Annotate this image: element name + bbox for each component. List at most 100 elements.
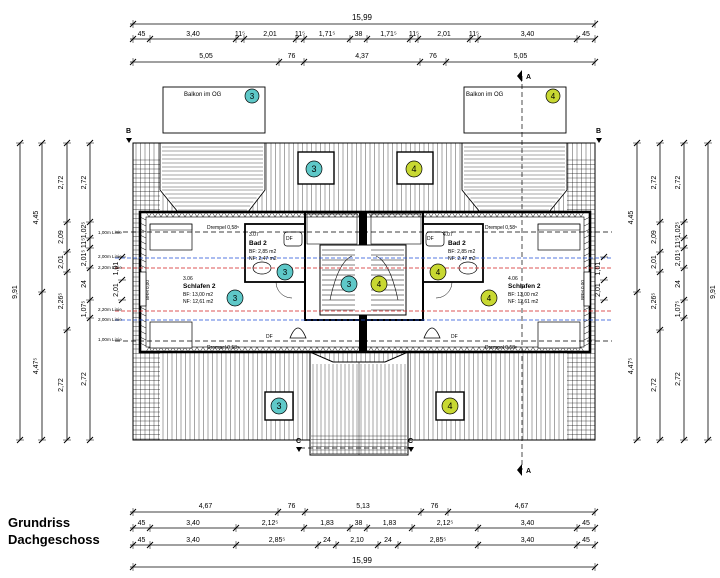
left-dim-c-0: 2,72 (81, 176, 88, 190)
schlafen-left-name: Schlafen 2 (183, 283, 216, 290)
bottom-badge-3: 3 (276, 401, 281, 411)
top-dim-a-4: 11⁵ (295, 31, 305, 38)
top-dim-b-4: 5,05 (514, 53, 528, 60)
left-dim-b-0: 2,72 (58, 176, 65, 190)
bottom-dim-b-6: 2,12⁵ (437, 520, 454, 527)
right-dim-inner-1: 2,01 (595, 283, 602, 297)
top-dim-b-0: 5,05 (199, 53, 213, 60)
bad-left-bf: BF: 2,85 m2 (249, 249, 276, 255)
drempel-label-3: Drempel 0,58⁵ (207, 345, 239, 351)
left-dim-b-1: 2,09 (58, 230, 65, 244)
bad-right-name: Bad 2 (448, 240, 466, 247)
right-dim-a-0: 4,45 (628, 211, 635, 225)
top-dim-a-8: 11⁵ (409, 31, 419, 38)
right-dim-b-1: 2,09 (651, 230, 658, 244)
bottom-dim-c-7: 3,40 (521, 537, 535, 544)
title-line-2: Dachgeschoss (8, 532, 100, 547)
top-dim-b-3: 76 (429, 53, 437, 60)
section-a-bottom: A (526, 468, 531, 475)
bottom-dim-c-4: 2,10 (350, 537, 364, 544)
df-label-left: DF (266, 334, 273, 340)
balcony-right-label: Balkon im OG (466, 92, 504, 98)
right-dim-b-4: 2,72 (651, 378, 658, 392)
left-dim-c-6: 2,72 (81, 372, 88, 386)
line-label-1: 1,00m Linie (98, 230, 122, 235)
line-label-3: 2,20m Linie (98, 265, 122, 270)
right-dim-c-4: 24 (675, 280, 682, 288)
bottom-dim-c-0: 45 (138, 537, 146, 544)
top-dim-a-1: 3,40 (186, 31, 200, 38)
left-dim-b-4: 2,72 (58, 378, 65, 392)
right-dim-c-5: 1,07⁵ (675, 301, 682, 318)
section-c-right: C (408, 438, 413, 445)
section-b-left: B (126, 128, 131, 135)
line-label-4: 2,20m Linie (98, 307, 122, 312)
left-dim-b-2: 2,01 (58, 255, 65, 269)
right-dim-b-2: 2,01 (651, 255, 658, 269)
top-dim-a-5: 1,71⁵ (319, 31, 336, 38)
section-c-left: C (296, 438, 301, 445)
right-outer-dim: 9,91 (710, 285, 717, 299)
schlafen-right-bf: BF: 13,00 m2 (508, 292, 538, 298)
bottom-dim-c-5: 24 (384, 537, 392, 544)
top-dim-b-1: 76 (288, 53, 296, 60)
left-outer-dim: 9,91 (12, 285, 19, 299)
left-dim-inner-0: 1,01 (113, 262, 120, 276)
section-a-top: A (526, 74, 531, 81)
bottom-dim-c-8: 45 (582, 537, 590, 544)
schlafen-right-name: Schlafen 2 (508, 283, 541, 290)
drempel-label-4: Drempel 0,58⁵ (485, 345, 517, 351)
bad-right-bf: BF: 2,85 m2 (448, 249, 475, 255)
bottom-dim-a-1: 76 (288, 503, 296, 510)
interior-floor: 3 4 DF DF DF DF 1,00m Linie 2,00m (98, 210, 612, 354)
left-dim-b-3: 2,26⁵ (58, 293, 65, 310)
schlafen-right-nf: NF: 12,61 m2 (508, 299, 539, 305)
bottom-dim-a-0: 4,67 (199, 503, 213, 510)
right-dim-c-0: 2,72 (675, 176, 682, 190)
left-dim-c-3: 2,01⁵ (81, 250, 88, 267)
balcony-left: Balkon im OG 3 (162, 86, 266, 134)
bad-left-name: Bad 2 (249, 240, 267, 247)
left-dim-c-1: 1,02⁵ (81, 222, 88, 239)
top-dim-a-12: 45 (582, 31, 590, 38)
bottom-dim-b-7: 3,40 (521, 520, 535, 527)
bottom-dim-c-6: 2,85⁵ (430, 537, 447, 544)
right-dim-c-2: 11⁵ (675, 238, 682, 248)
bad-right-num: 4.07 (443, 232, 453, 238)
stair-badge-4: 4 (377, 280, 382, 289)
section-b-right: B (596, 128, 601, 135)
bad-left-nf: NF: 2,47 m2 (249, 256, 277, 262)
top-dim-a-2: 11⁵ (235, 31, 245, 38)
bad-right-badge: 4 (436, 268, 441, 277)
df-label-right: DF (451, 334, 458, 340)
left-dim-c-4: 24 (81, 280, 88, 288)
bottom-dim-b-2: 2,12⁵ (262, 520, 279, 527)
bad-left-num: 3.07 (249, 232, 259, 238)
section-marks: A A B B C C (126, 70, 602, 476)
drempel-label-2: Drempel 0,58⁵ (485, 225, 517, 231)
right-dim-a-1: 4,47⁵ (628, 358, 635, 375)
left-dim-c-5: 1,07⁵ (81, 301, 88, 318)
bottom-dim-c-2: 2,85⁵ (269, 537, 286, 544)
bottom-dim-b-5: 1,83 (383, 520, 397, 527)
balcony-left-badge: 3 (250, 92, 255, 101)
right-dim-inner-0: 1,01 (595, 262, 602, 276)
top-dim-a-6: 38 (355, 31, 363, 38)
title-line-1: Grundriss (8, 515, 71, 530)
top-dim-a-9: 2,01 (437, 31, 451, 38)
df-label-bath-right: DF (427, 236, 434, 242)
left-dim-a-1: 4,47⁵ (33, 358, 40, 375)
dormer-badge-4: 4 (411, 164, 416, 174)
schlafen-left-num: 3.06 (183, 276, 193, 282)
bottom-dim-a-3: 76 (431, 503, 439, 510)
schlafen-left-badge: 3 (233, 294, 238, 303)
bottom-dim-b-3: 1,83 (320, 520, 334, 527)
line-label-5: 2,00m Linie (98, 317, 122, 322)
balcony-right: Balkon im OG 4 (463, 86, 567, 134)
bottom-dim-a-2: 5,13 (356, 503, 370, 510)
balcony-left-label: Balkon im OG (184, 92, 222, 98)
top-dim-a-0: 45 (138, 31, 146, 38)
top-dim-a-11: 3,40 (521, 31, 535, 38)
top-dim-a-3: 2,01 (263, 31, 277, 38)
